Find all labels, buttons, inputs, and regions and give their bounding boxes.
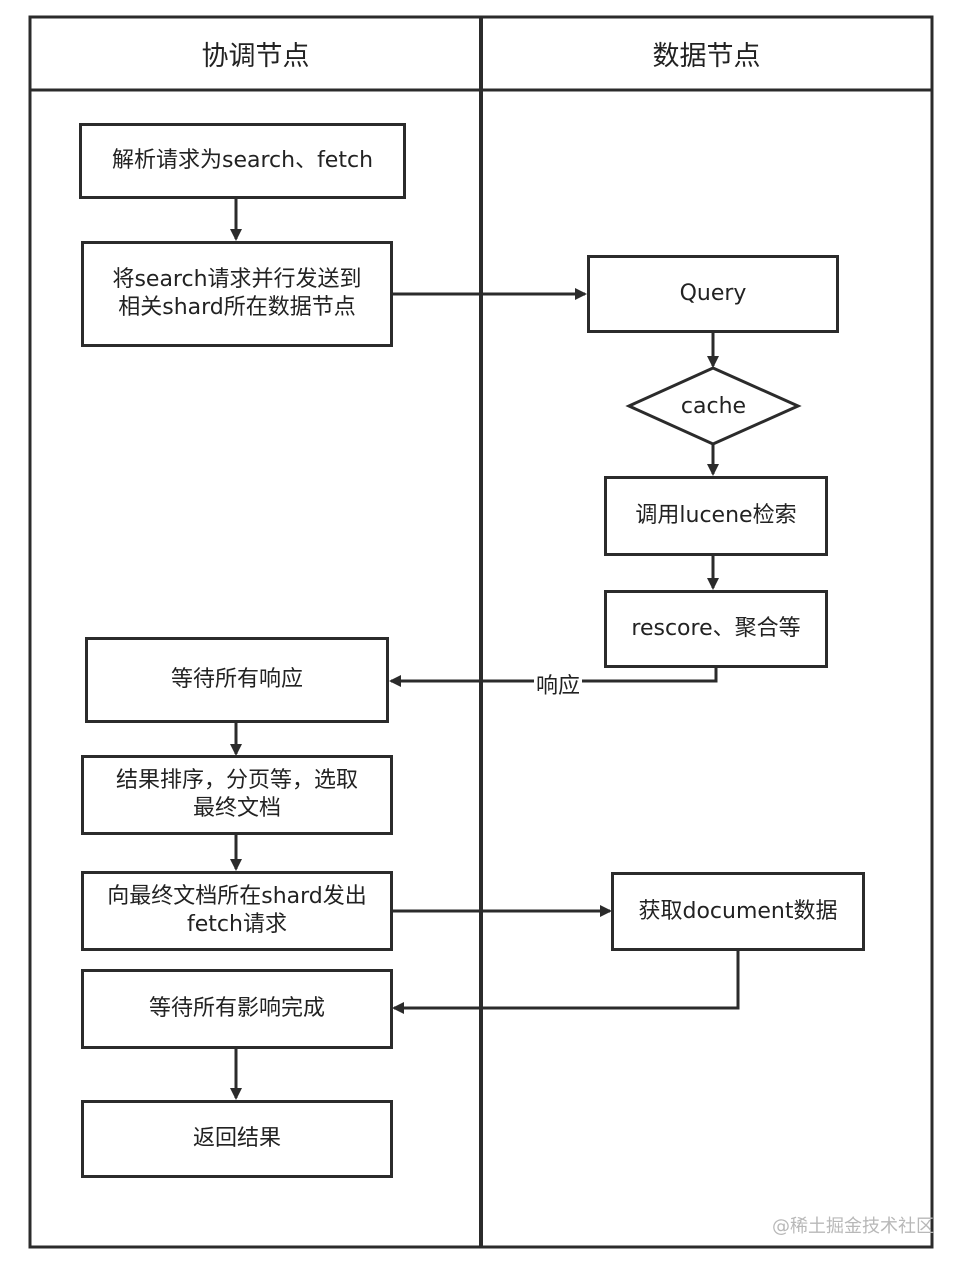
node-send-search-line1: 将search请求并行发送到	[112, 267, 362, 292]
node-wait-complete-label: 等待所有影响完成	[148, 996, 325, 1021]
node-get-document-label: 获取document数据	[638, 898, 838, 924]
lane-header-data-node: 数据节点	[652, 41, 761, 72]
node-cache-label: cache	[680, 393, 747, 419]
edge-doc-to-wait-complete	[392, 950, 740, 1014]
node-wait-all-responses-label: 等待所有响应	[170, 667, 303, 692]
edge-rescore-to-wait	[389, 667, 718, 687]
node-send-search-line2: 相关shard所在数据节点	[118, 295, 356, 320]
node-parse-request-label: 解析请求为search、fetch	[111, 148, 374, 173]
node-lucene-search-label: 调用lucene检索	[635, 503, 797, 528]
node-rescore: rescore、聚合等	[604, 590, 828, 668]
node-wait-complete: 等待所有影响完成	[81, 969, 393, 1049]
node-return-results: 返回结果	[81, 1100, 393, 1178]
node-sort-results-line2: 最终文档	[192, 796, 281, 821]
node-send-fetch-line2: fetch请求	[187, 912, 287, 937]
node-wait-all-responses: 等待所有响应	[85, 637, 389, 723]
node-send-fetch: 向最终文档所在shard发出 fetch请求	[81, 871, 393, 951]
node-sort-results: 结果排序，分页等，选取 最终文档	[81, 755, 393, 835]
node-lucene-search: 调用lucene检索	[604, 476, 828, 556]
node-parse-request: 解析请求为search、fetch	[79, 123, 406, 199]
edge-label-response: 响应	[534, 668, 583, 700]
node-query-label: Query	[679, 281, 747, 306]
watermark: @稀土掘金技术社区	[772, 1216, 934, 1237]
node-return-results-label: 返回结果	[192, 1126, 281, 1151]
lane-header-coordinator: 协调节点	[201, 41, 310, 72]
node-rescore-label: rescore、聚合等	[631, 616, 801, 641]
node-send-fetch-line1: 向最终文档所在shard发出	[107, 884, 367, 909]
node-sort-results-line1: 结果排序，分页等，选取	[115, 768, 358, 793]
node-query: Query	[587, 255, 839, 333]
node-get-document: 获取document数据	[611, 872, 865, 951]
node-send-search: 将search请求并行发送到 相关shard所在数据节点	[81, 241, 393, 347]
